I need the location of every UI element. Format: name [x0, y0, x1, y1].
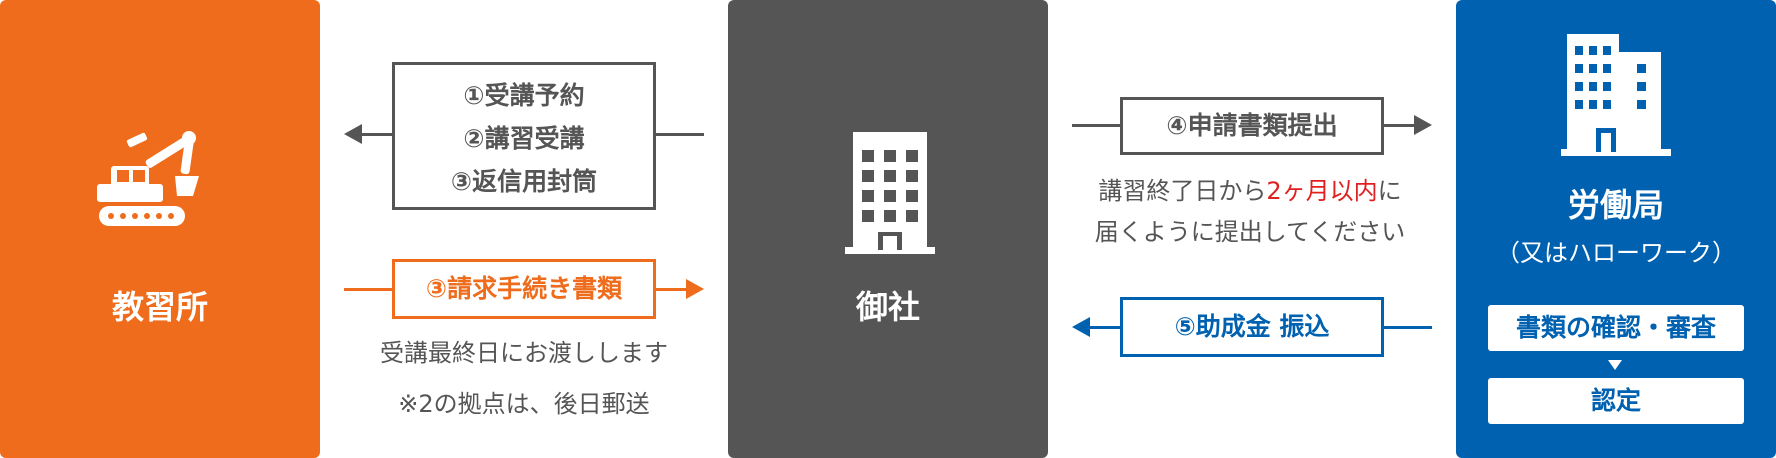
- flow-apply-box: ④申請書類提出: [1120, 97, 1384, 155]
- flow-apply-note-before: 講習終了日から: [1098, 177, 1267, 205]
- flow-apply-note-after: に: [1377, 177, 1402, 205]
- labor-bureau-label: 労働局: [1567, 186, 1664, 224]
- office-building-icon: [1561, 34, 1671, 156]
- labor-bureau-panel: 労働局 （又はハローワーク） 書類の確認・審査 認定: [1456, 0, 1776, 458]
- left-arrow-icon: [1072, 317, 1090, 337]
- school-label: 教習所: [111, 288, 208, 326]
- flow-billing-note-2: ※2の拠点は、後日郵送: [398, 390, 650, 418]
- right-arrow-icon: [1414, 115, 1432, 135]
- down-arrow-icon: [1608, 360, 1622, 370]
- flow-apply-note-2: 届くように提出してください: [1094, 218, 1406, 246]
- left-arrow-icon: [344, 124, 362, 144]
- review-step-box: 書類の確認・審査: [1488, 305, 1744, 351]
- flow-to-school-line-1: ①受講予約: [463, 81, 585, 110]
- flow-subsidy-box: ⑤助成金 振込: [1120, 297, 1384, 357]
- right-arrow-icon: [686, 279, 704, 299]
- flow-to-school-line-2: ②講習受講: [463, 124, 585, 153]
- labor-bureau-sub-label: （又はハローワーク）: [1496, 239, 1736, 267]
- company-panel: 御社: [728, 0, 1048, 458]
- flow-apply-note-highlight: 2ヶ月以内: [1266, 177, 1378, 205]
- flow-billing-box: ③請求手続き書類: [392, 259, 656, 319]
- flow-billing-note-1: 受講最終日にお渡しします: [380, 339, 668, 367]
- flow-apply-note-1: 講習終了日から2ヶ月以内に: [1060, 171, 1440, 206]
- excavator-icon: [97, 131, 199, 226]
- building-icon: [845, 132, 935, 254]
- school-panel: 教習所: [0, 0, 320, 458]
- flow-to-school-box: ①受講予約 ②講習受講 ③返信用封筒: [392, 62, 656, 210]
- certify-step-box: 認定: [1488, 378, 1744, 424]
- company-label: 御社: [855, 288, 920, 326]
- flow-to-school-line-3: ③返信用封筒: [450, 167, 598, 196]
